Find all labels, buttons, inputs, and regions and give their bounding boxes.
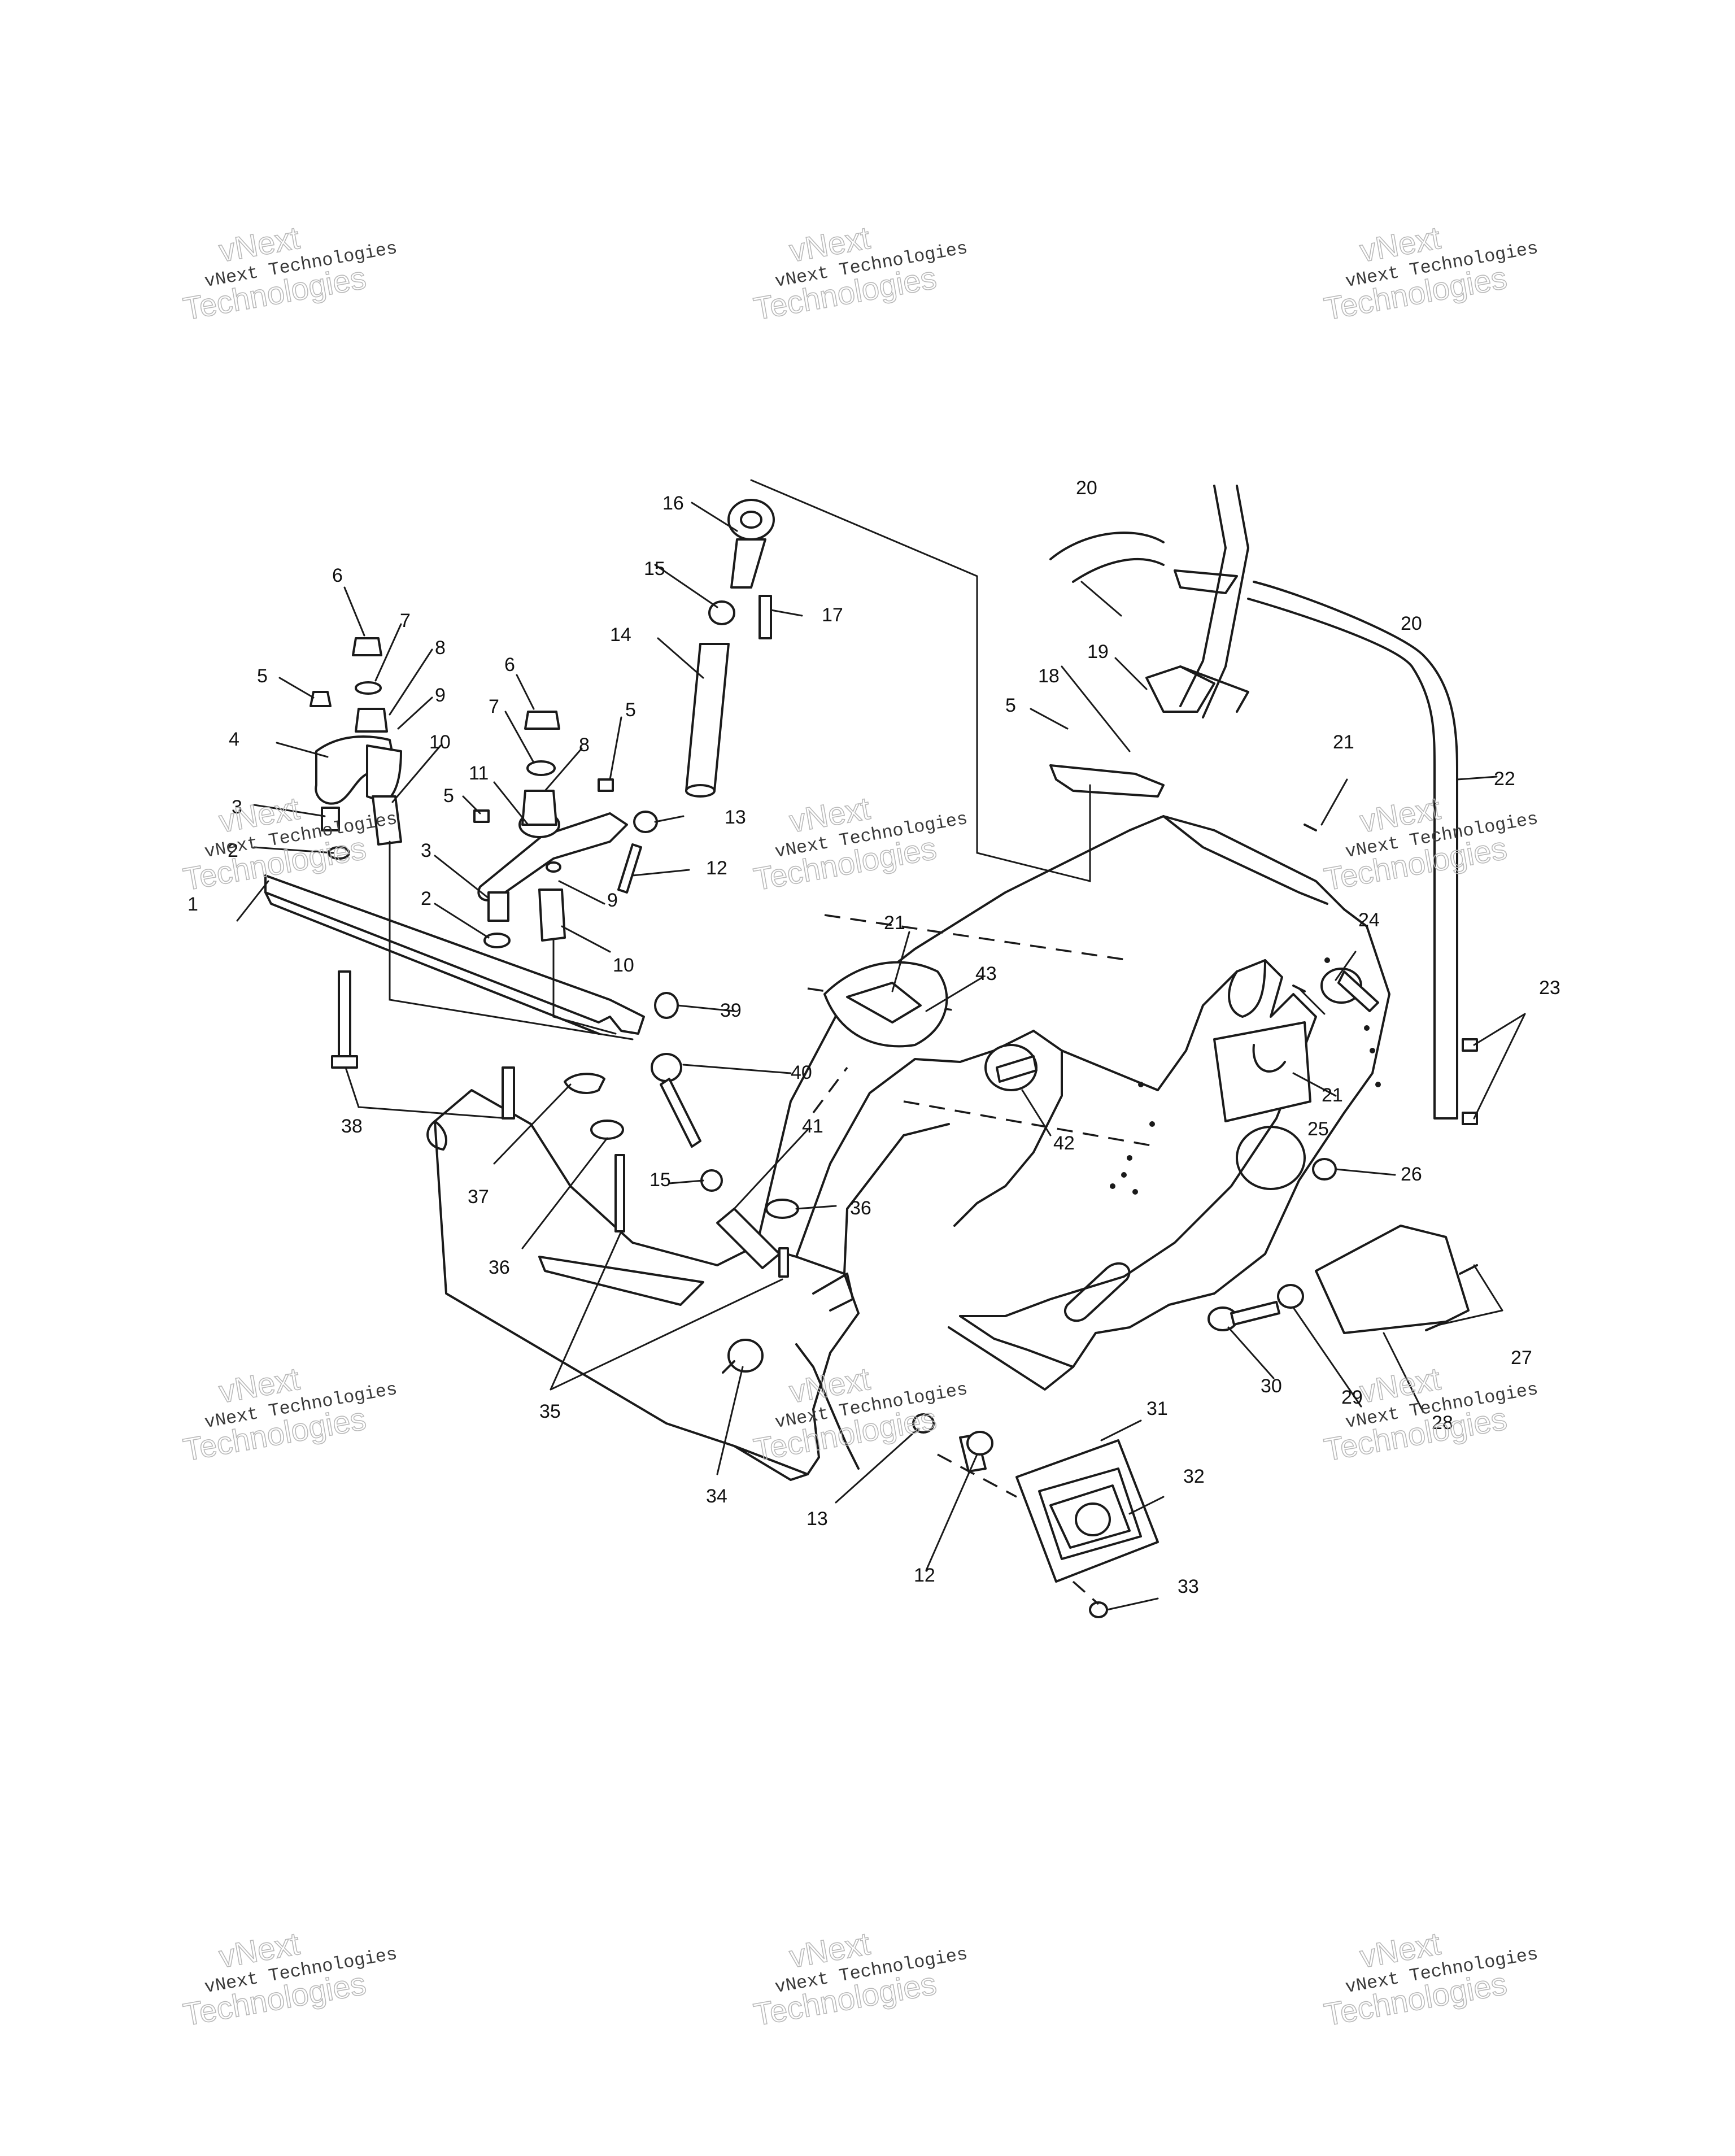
callout-7: 7	[400, 610, 411, 631]
watermarks: vNext vNext Technologies Technologies vN…	[180, 219, 1540, 2033]
callout-20: 20	[1076, 477, 1097, 499]
callout-7: 7	[489, 696, 499, 717]
callout-17: 17	[822, 604, 843, 626]
watermark-bottom-center: vNext vNext Technologies Technologies	[751, 1925, 969, 2033]
roll-bar	[1049, 532, 1458, 1120]
callout-37: 37	[468, 1186, 489, 1208]
callout-30: 30	[1261, 1375, 1282, 1397]
watermark-bottom-left: vNext vNext Technologies Technologies	[180, 1925, 399, 2033]
callout-labels: 1 2 2 3 3 4 5 5 5 5 6 6 7 7 8 8 9 9 10 1…	[188, 477, 1560, 1597]
callout-8: 8	[435, 637, 446, 659]
callout-39: 39	[720, 1000, 742, 1021]
callout-12: 12	[914, 1565, 935, 1586]
callout-23: 23	[1539, 977, 1560, 999]
callout-25: 25	[1307, 1118, 1329, 1140]
callout-3: 3	[232, 796, 242, 818]
callout-6: 6	[504, 654, 515, 676]
watermark-mid-right: vNext vNext Technologies Technologies	[1321, 790, 1540, 898]
callout-21: 21	[1333, 731, 1354, 753]
leader-lines	[236, 502, 1526, 1611]
callout-26: 26	[1401, 1164, 1422, 1185]
callout-36: 36	[850, 1197, 871, 1219]
middle-linkage	[389, 479, 1091, 1040]
callout-14: 14	[610, 624, 631, 646]
callout-2: 2	[228, 840, 238, 861]
callout-40: 40	[791, 1062, 812, 1083]
callout-28: 28	[1432, 1412, 1453, 1434]
frame-body	[426, 815, 1390, 1481]
callout-5: 5	[625, 699, 636, 721]
callout-29: 29	[1341, 1387, 1363, 1408]
callout-42: 42	[1053, 1133, 1075, 1154]
callout-33: 33	[1178, 1576, 1199, 1597]
callout-9: 9	[435, 685, 446, 706]
lower-parts	[912, 1413, 1159, 1618]
callout-4: 4	[229, 729, 239, 750]
callout-8: 8	[579, 734, 590, 756]
callout-21: 21	[884, 912, 905, 934]
callout-36: 36	[489, 1257, 510, 1278]
callout-15: 15	[649, 1169, 671, 1191]
callout-5: 5	[257, 665, 268, 687]
callout-15: 15	[644, 558, 665, 580]
callout-38: 38	[341, 1116, 363, 1137]
callout-6: 6	[332, 565, 343, 586]
callout-16: 16	[662, 493, 684, 514]
watermark-mid-center: vNext vNext Technologies Technologies	[751, 790, 969, 898]
callout-27: 27	[1511, 1347, 1532, 1369]
callout-2: 2	[421, 888, 431, 909]
callout-20: 20	[1401, 613, 1422, 634]
watermark-low-center: vNext vNext Technologies Technologies	[751, 1360, 969, 1468]
watermark-top-left: vNext vNext Technologies Technologies	[180, 219, 399, 327]
callout-11: 11	[469, 763, 489, 784]
watermark-bottom-right: vNext vNext Technologies Technologies	[1321, 1925, 1540, 2033]
front-linkage	[264, 637, 799, 1374]
side-wall-holes	[1110, 957, 1381, 1195]
callout-21: 21	[1322, 1084, 1343, 1106]
callout-3: 3	[421, 840, 431, 861]
callout-24: 24	[1358, 909, 1380, 931]
callout-32: 32	[1183, 1466, 1205, 1487]
callout-13: 13	[725, 807, 746, 828]
steering-column	[1049, 485, 1249, 798]
callout-1: 1	[188, 894, 198, 915]
callout-5: 5	[1005, 695, 1016, 716]
callout-5: 5	[443, 785, 454, 807]
callout-22: 22	[1494, 768, 1515, 790]
callout-10: 10	[613, 955, 634, 976]
callout-12: 12	[706, 857, 727, 879]
callout-19: 19	[1087, 641, 1109, 663]
right-side-parts	[823, 824, 1478, 1334]
callout-13: 13	[807, 1508, 828, 1530]
callout-9: 9	[607, 890, 618, 911]
callout-41: 41	[802, 1116, 823, 1137]
callout-43: 43	[975, 963, 997, 985]
callout-31: 31	[1147, 1398, 1168, 1419]
callout-18: 18	[1038, 665, 1060, 687]
watermark-low-left: vNext vNext Technologies Technologies	[180, 1360, 399, 1468]
callout-35: 35	[539, 1401, 561, 1422]
callout-10: 10	[429, 731, 451, 753]
watermark-top-right: vNext vNext Technologies Technologies	[1321, 219, 1540, 327]
watermark-top-center: vNext vNext Technologies Technologies	[751, 219, 969, 327]
callout-34: 34	[706, 1486, 727, 1507]
